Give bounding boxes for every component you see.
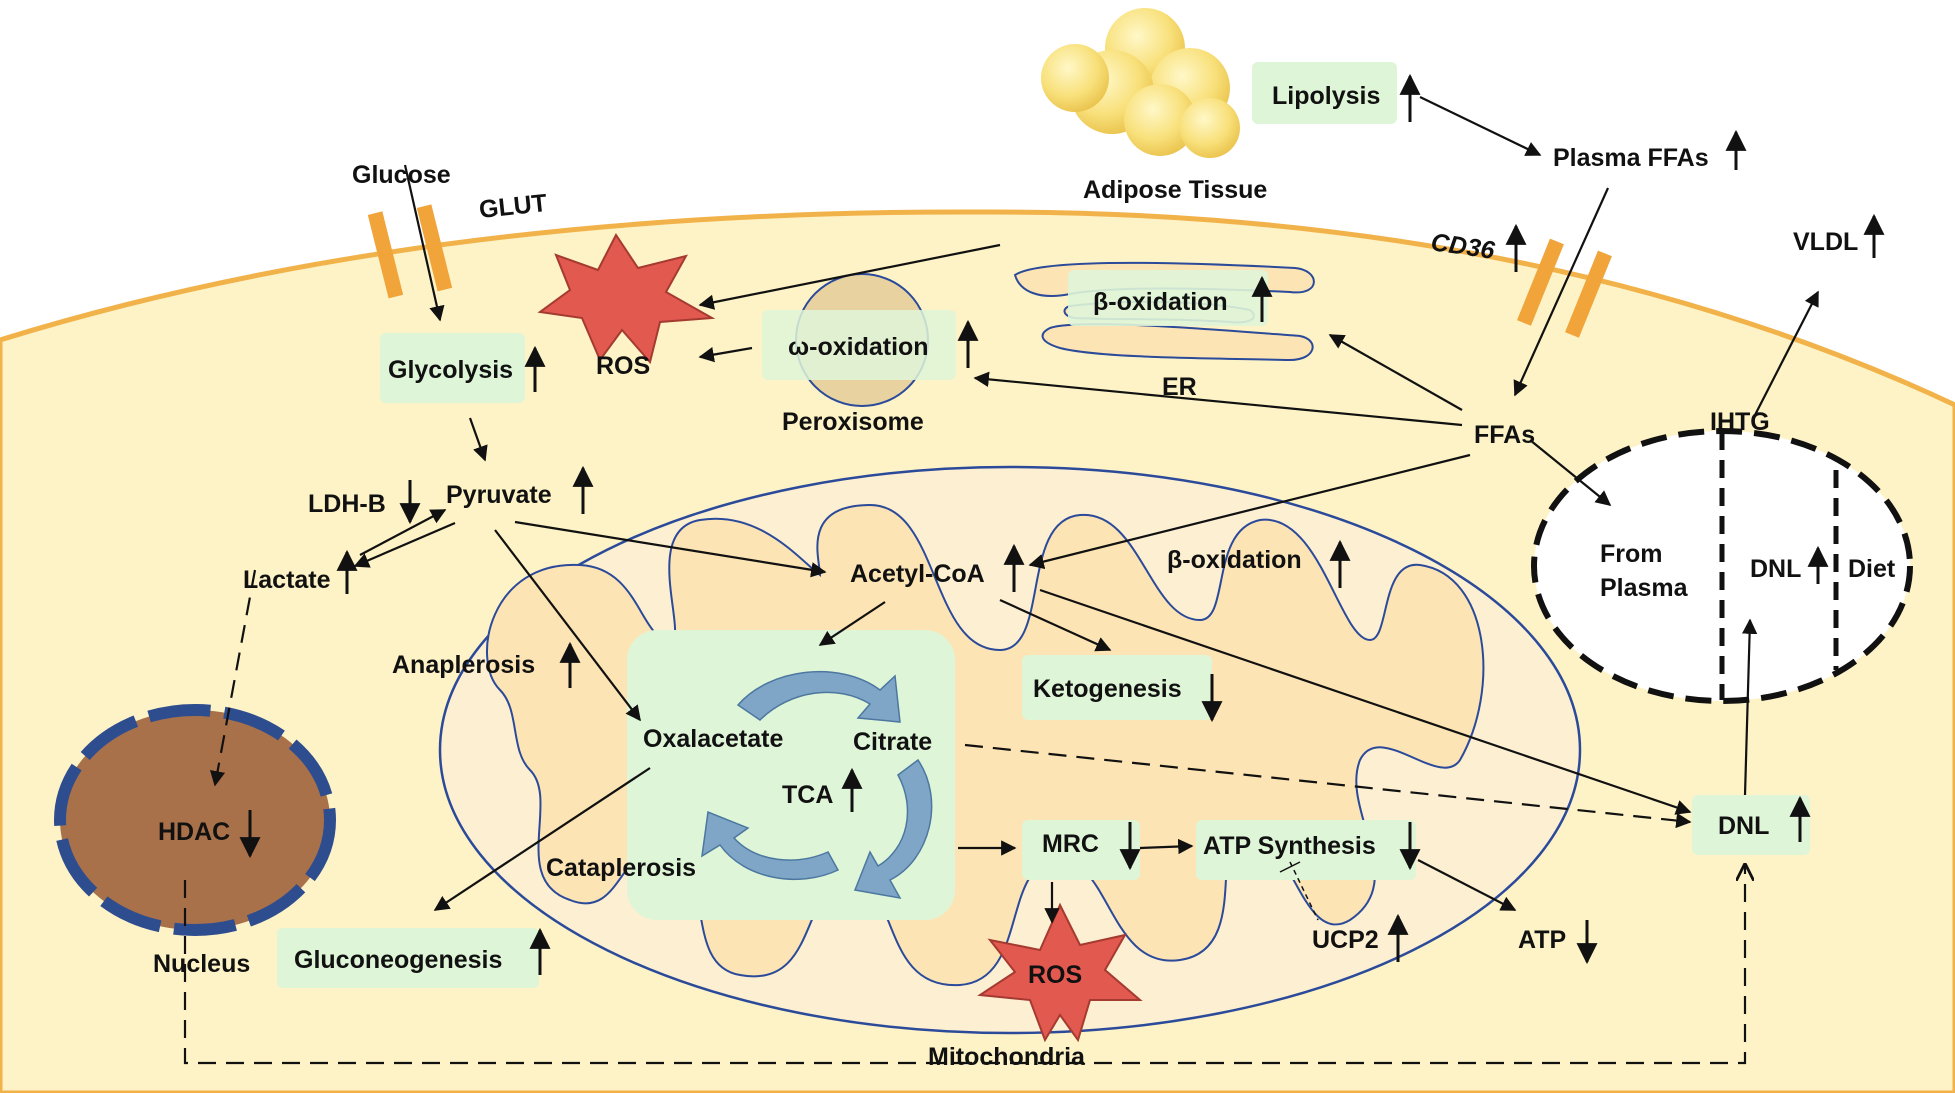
label-atp: ATP	[1518, 926, 1566, 954]
label-from-plasma-line2: Plasma	[1600, 574, 1689, 602]
label-hdac: HDAC	[158, 818, 230, 846]
glycolysis-box	[380, 333, 525, 403]
label-ihtg: IHTG	[1710, 408, 1770, 436]
label-glut: GLUT	[478, 189, 549, 224]
label-ros-top: ROS	[596, 352, 650, 380]
mrc-box	[1022, 820, 1140, 880]
ihtg-lipid-droplet	[1531, 428, 1913, 704]
label-nucleus: Nucleus	[153, 950, 250, 978]
label-beta-oxidation-er: β-oxidation	[1093, 288, 1228, 316]
glut-transporter-icon	[367, 204, 453, 299]
label-ucp2: UCP2	[1312, 926, 1379, 954]
tca-cycle-arrows	[701, 670, 933, 900]
label-dnl: DNL	[1718, 812, 1769, 840]
label-cataplerosis: Cataplerosis	[546, 854, 696, 882]
label-atp-synthesis: ATP Synthesis	[1203, 832, 1376, 860]
change-indicators	[239, 73, 1885, 975]
label-citrate: Citrate	[853, 728, 932, 756]
lipolysis-box	[1252, 62, 1397, 124]
nucleus-organelle	[54, 704, 336, 936]
label-vldl: VLDL	[1793, 228, 1858, 256]
gluconeogenesis-box	[277, 928, 539, 988]
atp-synthesis-box	[1196, 820, 1416, 880]
label-acetyl-coa: Acetyl-CoA	[850, 560, 985, 588]
label-ffas: FFAs	[1474, 421, 1535, 449]
label-beta-oxidation-mito: β-oxidation	[1167, 546, 1302, 574]
label-pyruvate: Pyruvate	[446, 481, 552, 509]
label-anaplerosis: Anaplerosis	[392, 651, 535, 679]
label-er: ER	[1162, 373, 1197, 401]
label-plasma-ffas: Plasma FFAs	[1553, 144, 1709, 172]
label-dnl-ihtg: DNL	[1750, 555, 1801, 583]
label-omega-oxidation: ω-oxidation	[788, 333, 929, 361]
label-oxalacetate: Oxalacetate	[643, 725, 783, 753]
label-from-plasma-line1: From	[1600, 540, 1663, 568]
label-tca: TCA	[782, 781, 833, 809]
label-gluconeogenesis: Gluconeogenesis	[294, 946, 502, 974]
label-glucose: Glucose	[352, 161, 451, 189]
label-mrc: MRC	[1042, 830, 1099, 858]
omega-oxidation-box	[762, 310, 956, 380]
cd36-transporter-icon	[1517, 238, 1612, 338]
label-ros-mitochondria: ROS	[1028, 961, 1082, 989]
beta-oxidation-er-box	[1068, 270, 1268, 326]
label-lactate: Lactate	[243, 566, 331, 594]
label-ketogenesis: Ketogenesis	[1033, 675, 1182, 703]
dnl-box	[1692, 795, 1810, 855]
label-glycolysis: Glycolysis	[388, 356, 513, 384]
ketogenesis-box	[1022, 655, 1212, 720]
adipose-tissue-icon	[1041, 8, 1240, 158]
pathway-arrows	[183, 96, 1819, 1065]
label-lipolysis: Lipolysis	[1272, 82, 1380, 110]
label-adipose-tissue: Adipose Tissue	[1083, 176, 1267, 204]
label-peroxisome: Peroxisome	[782, 408, 924, 436]
label-mitochondria: Mitochondria	[928, 1043, 1086, 1071]
ros-star-mitochondria	[977, 902, 1143, 1043]
ros-star-top	[537, 233, 716, 365]
label-ldhb: LDH-B	[308, 490, 386, 518]
label-diet: Diet	[1848, 555, 1896, 583]
